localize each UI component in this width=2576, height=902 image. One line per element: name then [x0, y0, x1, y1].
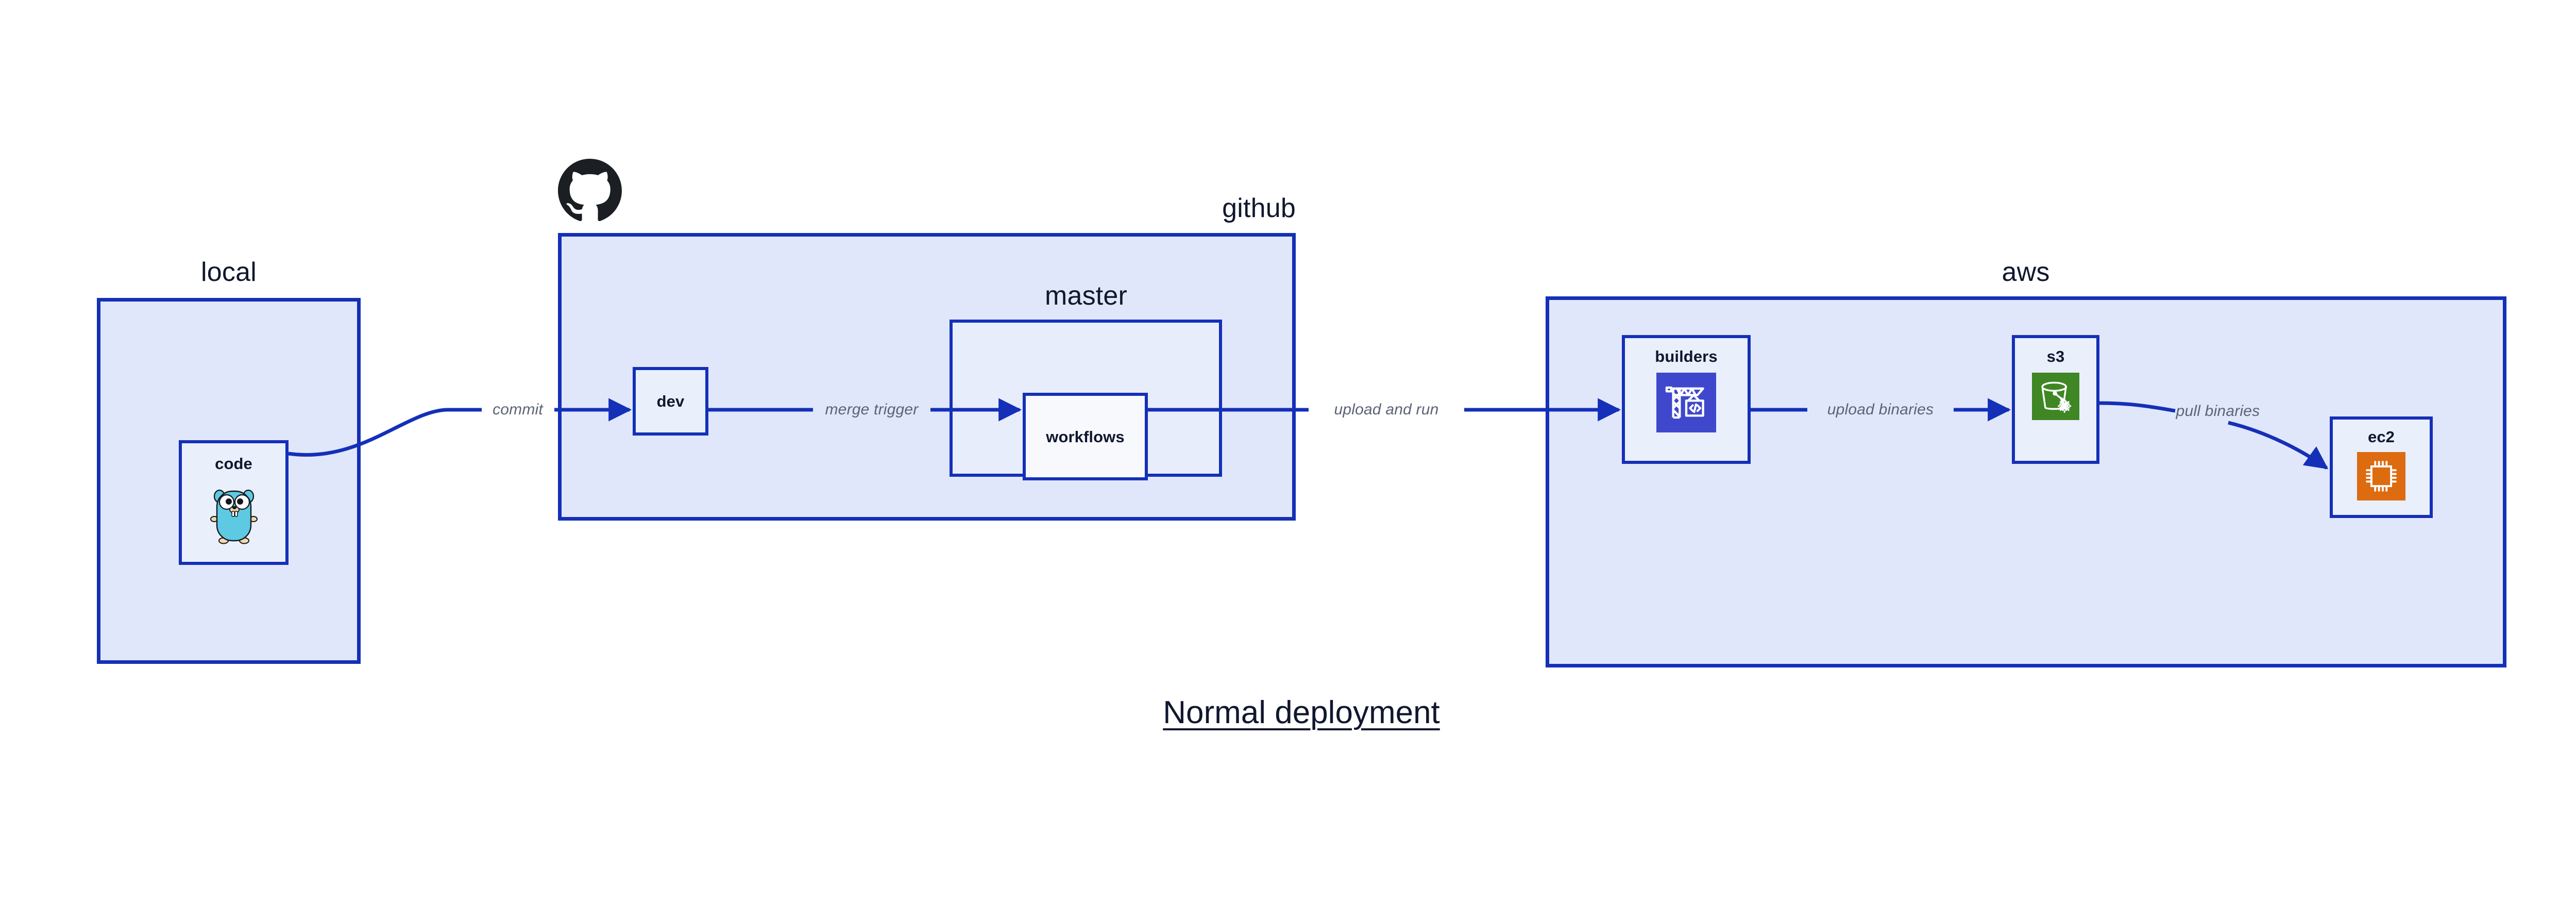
edge-label-pull-binaries: pull binaries: [2176, 403, 2260, 420]
node-builders[interactable]: builders: [1622, 335, 1751, 464]
edge-label-commit: commit: [493, 401, 543, 418]
aws-codebuild-icon: [1656, 373, 1716, 435]
node-label-builders: builders: [1655, 347, 1718, 365]
group-label-github: github: [1222, 193, 1296, 223]
node-dev[interactable]: dev: [633, 367, 708, 436]
diagram-title: Normal deployment: [1163, 695, 1440, 730]
edge-label-upload-and-run: upload and run: [1334, 401, 1439, 418]
node-code[interactable]: code: [179, 440, 289, 565]
github-octocat-icon: [558, 159, 622, 225]
node-label-code: code: [215, 455, 252, 473]
node-label-workflows: workflows: [1046, 427, 1125, 446]
node-label-s3: s3: [2046, 347, 2065, 365]
node-s3[interactable]: s3: [2012, 335, 2099, 464]
group-label-master: master: [1044, 281, 1128, 311]
node-ec2[interactable]: ec2: [2330, 416, 2433, 518]
edge-label-upload-binaries: upload binaries: [1827, 401, 1934, 418]
node-workflows[interactable]: workflows: [1023, 393, 1148, 480]
edge-label-merge-trigger: merge trigger: [825, 401, 919, 418]
go-gopher-icon: [209, 483, 259, 547]
node-label-ec2: ec2: [2367, 428, 2395, 446]
aws-ec2-chip-icon: [2357, 452, 2405, 503]
group-label-local: local: [201, 257, 257, 287]
node-label-dev: dev: [656, 392, 685, 410]
aws-s3-glacier-icon: [2032, 373, 2079, 423]
group-label-aws: aws: [2002, 257, 2050, 287]
